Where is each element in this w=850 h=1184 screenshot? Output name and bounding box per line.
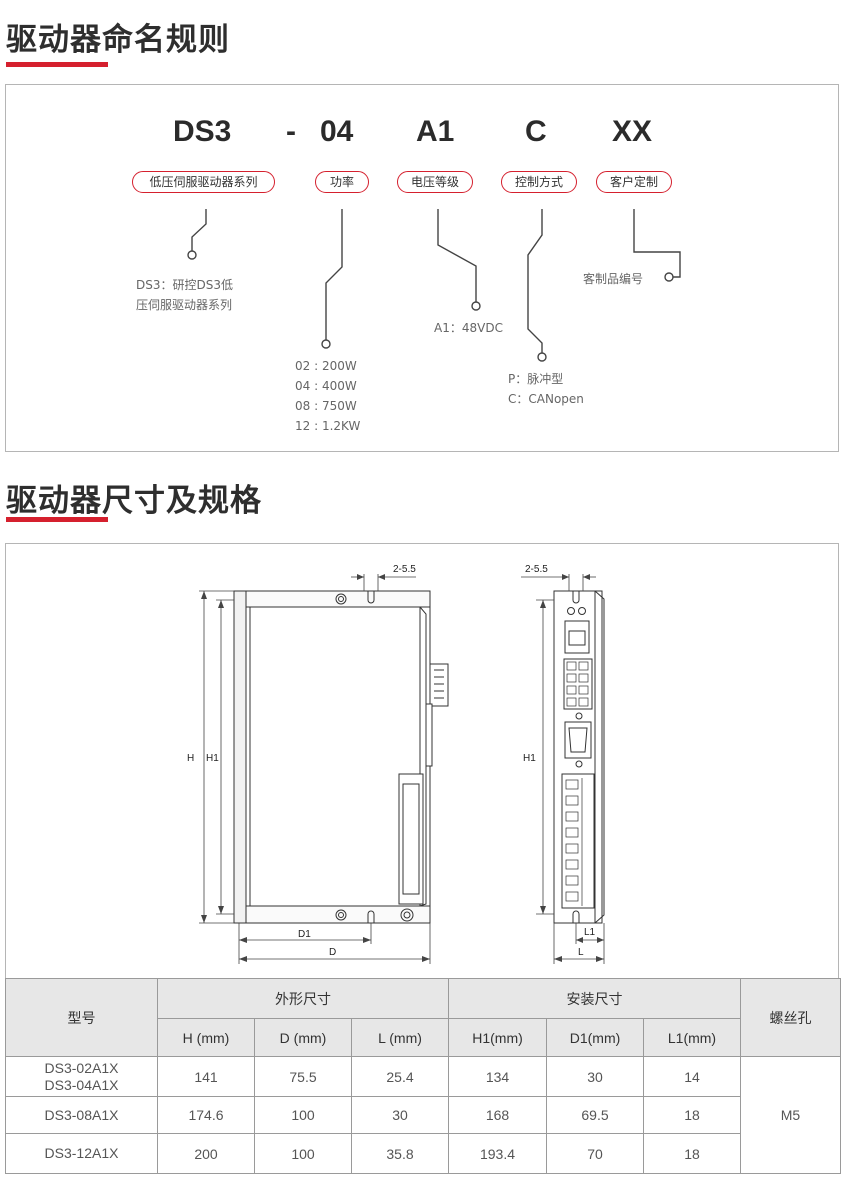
header-D: D (mm) <box>254 1018 352 1057</box>
cell-model: DS3-12A1X <box>5 1133 158 1174</box>
code-dash: - <box>286 115 296 148</box>
dim-hole-left: 2-5.5 <box>393 564 416 575</box>
note-power-line: 12 : 1.2KW <box>295 419 361 433</box>
code-voltage: A1 <box>416 115 455 148</box>
cell-D: 100 <box>254 1133 352 1174</box>
label-custom: 客户定制 <box>596 171 672 193</box>
cell-H: 174.6 <box>157 1096 255 1134</box>
cell-D1: 30 <box>546 1056 644 1097</box>
code-control: C <box>525 115 547 148</box>
note-control: P：脉冲型 C：CANopen <box>508 369 584 409</box>
code-series: DS3 <box>173 115 232 148</box>
dim-H1-left: H1 <box>206 753 219 764</box>
dim-H: H <box>187 753 195 764</box>
title-underline <box>6 517 108 522</box>
cell-H1: 193.4 <box>448 1133 547 1174</box>
header-L1: L1(mm) <box>643 1018 741 1057</box>
title-underline <box>6 62 108 67</box>
dimensions-title: 驱动器尺寸及规格 <box>6 483 262 519</box>
label-control: 控制方式 <box>501 171 577 193</box>
header-H1: H1(mm) <box>448 1018 547 1057</box>
cell-L1: 18 <box>643 1096 741 1134</box>
cell-D1: 70 <box>546 1133 644 1174</box>
note-series-line: DS3：研控DS3低 <box>136 278 233 292</box>
header-L: L (mm) <box>351 1018 449 1057</box>
cell-L: 25.4 <box>351 1056 449 1097</box>
label-series: 低压伺服驱动器系列 <box>132 171 275 193</box>
table-row: DS3-12A1X 200 100 35.8 193.4 70 18 <box>5 1133 841 1174</box>
cell-D: 100 <box>254 1096 352 1134</box>
header-D1: D1(mm) <box>546 1018 644 1057</box>
code-custom: XX <box>612 115 653 148</box>
connector-lines <box>187 209 681 362</box>
front-view-drawing <box>521 574 605 964</box>
code-power: 04 <box>320 115 354 148</box>
side-view-drawing <box>199 574 449 964</box>
table-row: DS3-08A1X 174.6 100 30 168 69.5 18 <box>5 1096 841 1134</box>
dim-L1: L1 <box>584 927 596 938</box>
cell-L1: 18 <box>643 1133 741 1174</box>
header-screw-hole: 螺丝孔 <box>740 978 841 1057</box>
cell-D1: 69.5 <box>546 1096 644 1134</box>
naming-rules-panel: DS3 - 04 A1 C XX 低压伺服驱动器系列 功率 电压等级 控制方式 … <box>5 84 839 452</box>
header-model: 型号 <box>5 978 158 1057</box>
cell-L: 30 <box>351 1096 449 1134</box>
table-row: DS3-02A1X DS3-04A1X 141 75.5 25.4 134 30… <box>5 1056 841 1174</box>
dim-D: D <box>329 947 337 958</box>
note-power-line: 04 : 400W <box>295 379 357 393</box>
cell-L: 35.8 <box>351 1133 449 1174</box>
cell-H: 200 <box>157 1133 255 1174</box>
note-voltage-line: A1：48VDC <box>434 321 503 335</box>
dim-L: L <box>578 947 584 958</box>
header-install-size: 安装尺寸 <box>448 978 741 1019</box>
note-power: 02 : 200W 04 : 400W 08 : 750W 12 : 1.2KW <box>295 356 360 436</box>
spec-table: 型号 外形尺寸 安装尺寸 螺丝孔 H (mm) D (mm) L (mm) H1… <box>5 978 841 1174</box>
label-voltage: 电压等级 <box>397 171 473 193</box>
cell-H1: 168 <box>448 1096 547 1134</box>
cell-H1: 134 <box>448 1056 547 1097</box>
cell-D: 75.5 <box>254 1056 352 1097</box>
note-control-line: P：脉冲型 <box>508 372 564 386</box>
note-power-line: 08 : 750W <box>295 399 357 413</box>
note-series: DS3：研控DS3低 压伺服驱动器系列 <box>136 275 233 315</box>
note-power-line: 02 : 200W <box>295 359 357 373</box>
naming-rules-title: 驱动器命名规则 <box>6 22 230 58</box>
model-line: DS3-02A1X <box>44 1059 119 1076</box>
note-control-line: C：CANopen <box>508 392 584 406</box>
label-power: 功率 <box>315 171 369 193</box>
header-H: H (mm) <box>157 1018 255 1057</box>
drawings <box>199 574 605 964</box>
note-custom: 客制品编号 <box>583 269 643 289</box>
cell-model: DS3-08A1X <box>5 1096 158 1134</box>
cell-L1: 14 <box>643 1056 741 1097</box>
dim-hole-right: 2-5.5 <box>525 564 548 575</box>
cell-model: DS3-02A1X DS3-04A1X <box>5 1056 158 1097</box>
model-line: DS3-04A1X <box>44 1076 119 1093</box>
cell-screw: M5 <box>740 1056 841 1174</box>
dimensions-panel: 2-5.5 H H1 D1 D 2-5.5 H1 L1 L <box>5 543 839 979</box>
note-series-line: 压伺服驱动器系列 <box>136 298 233 312</box>
note-custom-line: 客制品编号 <box>583 272 644 286</box>
cell-H: 141 <box>157 1056 255 1097</box>
dim-D1: D1 <box>298 929 311 940</box>
dim-H1-right: H1 <box>523 753 536 764</box>
header-outer-size: 外形尺寸 <box>157 978 449 1019</box>
note-voltage: A1：48VDC <box>434 318 503 338</box>
